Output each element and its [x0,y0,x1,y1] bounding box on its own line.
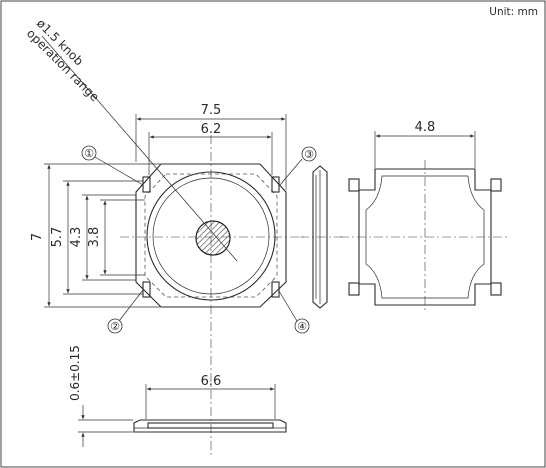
leader-terminal-4 [278,290,298,322]
right-view-tab-bottom-right [490,282,502,296]
bottom-view-body-outline [133,419,287,433]
terminal-marker-3 [301,146,317,162]
side-profile-view [300,165,345,309]
leader-terminal-2 [118,289,144,322]
right-view-tab-top-right [490,178,502,192]
bottom-view-plate [147,422,274,429]
leader-terminal-1 [94,156,144,186]
bottom-side-view: 6.6 0.6±0.15 [68,345,287,447]
dim-label-7: 7 [30,233,45,241]
terminal-label-2: ② [110,320,120,333]
right-view-tab-top-left [348,178,360,192]
terminal-pad-3 [271,176,280,193]
dim-label-3-8: 3.8 [87,227,102,248]
terminal-pad-2 [142,281,151,298]
right-view: 4.8 [340,120,510,310]
terminal-label-3: ③ [304,148,314,161]
dim-label-6-2: 6.2 [201,122,222,137]
terminal-marker-1 [81,145,97,161]
dim-label-thickness: 0.6±0.15 [68,345,82,401]
dim-label-7-5: 7.5 [201,103,222,118]
terminal-marker-2 [107,318,123,334]
dim-label-4-3: 4.3 [69,227,84,248]
terminal-marker-4 [294,318,310,334]
terminal-label-1: ① [84,147,94,160]
right-view-inner-contour [365,175,485,299]
terminal-pad-1 [142,176,151,193]
knob-hatched-circle [195,220,231,256]
hidden-inner-outline [144,173,278,298]
dim-label-5-7: 5.7 [50,227,65,248]
dim-label-4-8: 4.8 [415,120,436,135]
unit-label: Unit: mm [489,6,538,18]
switch-octagon-outline [135,163,287,308]
terminal-label-4: ④ [297,320,307,333]
dim-label-6-6: 6.6 [201,374,222,389]
dome-inner-circle [152,177,270,295]
knob-leader-line [41,35,238,262]
dome-circle [146,171,276,301]
leader-terminal-3 [279,158,303,186]
right-view-tab-bottom-left [348,282,360,296]
side-profile-outline [312,165,328,309]
terminal-pad-4 [271,281,280,298]
